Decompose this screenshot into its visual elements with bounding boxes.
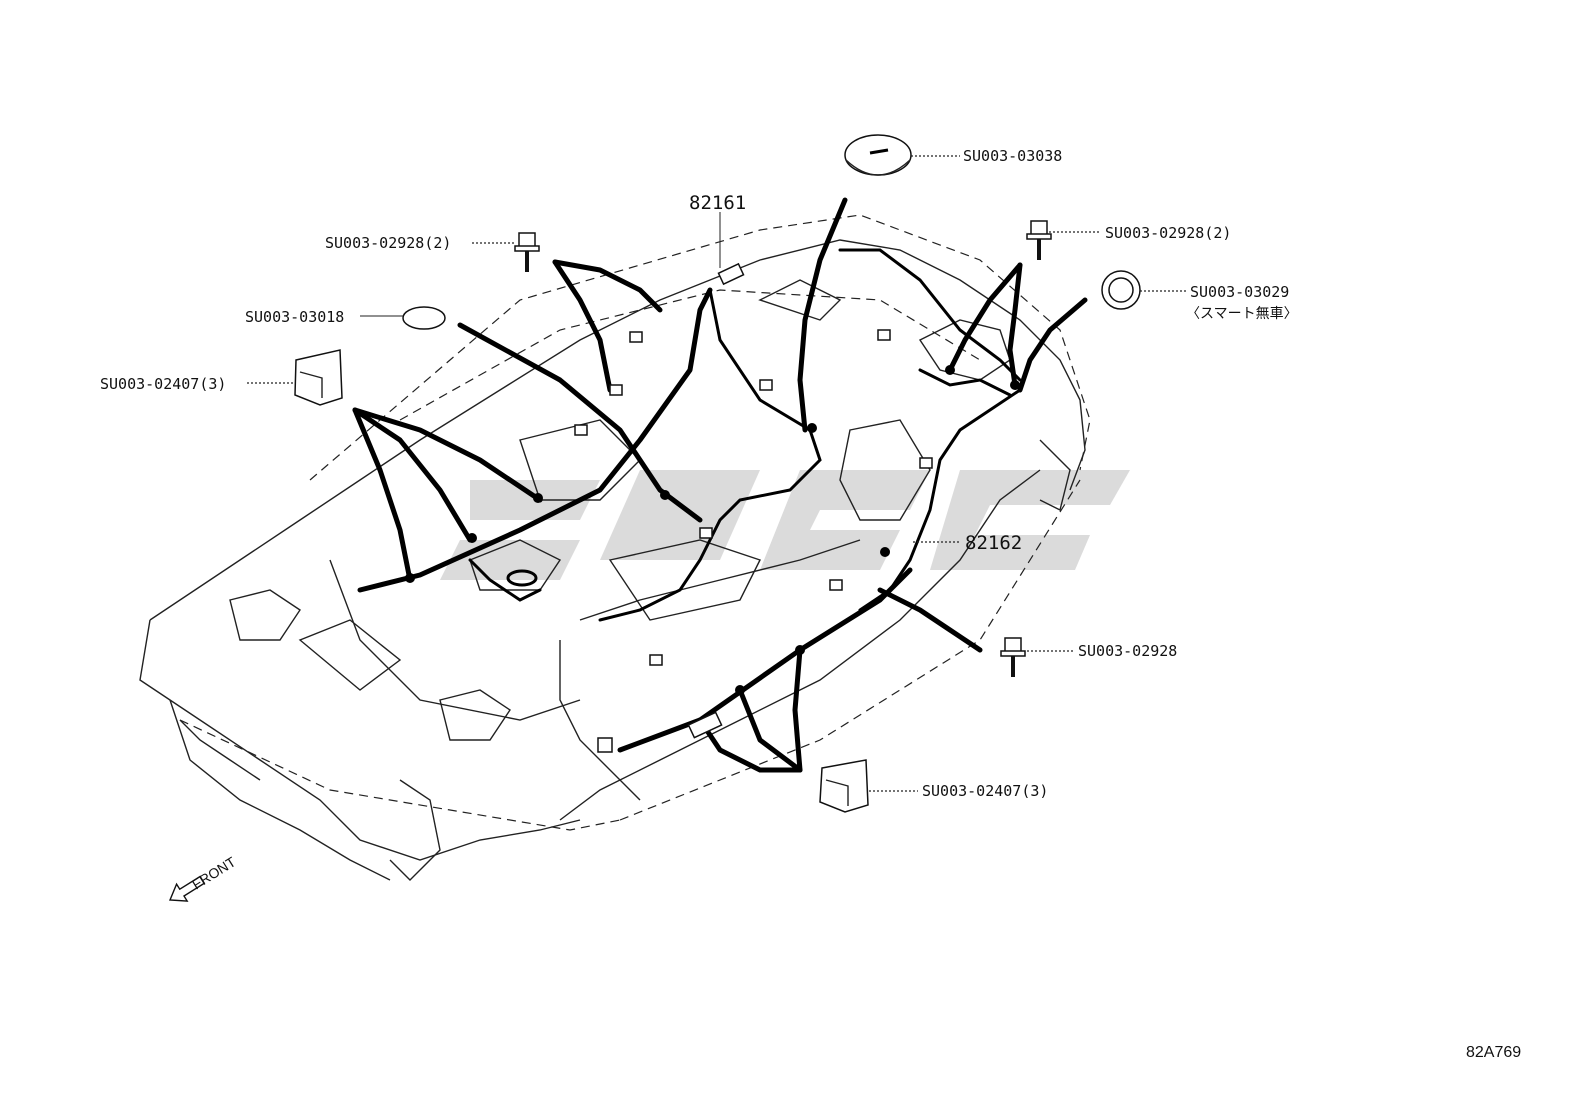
label-su003-03029: SU003-03029 <box>1190 283 1289 301</box>
harness-connectors <box>574 262 933 753</box>
label-su003-02928-2-left: SU003-02928(2) <box>325 234 451 252</box>
label-su003-02407-3-left: SU003-02407(3) <box>100 375 226 393</box>
grommet-03029 <box>1101 270 1141 310</box>
label-su003-03018: SU003-03018 <box>245 308 344 326</box>
label-82162: 82162 <box>965 532 1022 554</box>
clip-left <box>294 349 343 406</box>
clip-bottom <box>819 759 869 813</box>
bolt-left <box>514 232 540 272</box>
leader-lines <box>247 155 1186 792</box>
watermark <box>440 470 1130 580</box>
car-body-frame <box>139 214 1091 881</box>
front-label: FRONT <box>189 853 239 892</box>
label-su003-03029-note: 〈スマート無車〉 <box>1186 305 1298 322</box>
bolt-bottom <box>1000 637 1026 677</box>
label-su003-02928: SU003-02928 <box>1078 642 1177 660</box>
label-su003-02928-2-right: SU003-02928(2) <box>1105 224 1231 242</box>
front-arrow-icon <box>168 875 206 902</box>
harness-junctions <box>405 365 1020 695</box>
grommet-03018 <box>402 306 446 330</box>
label-su003-02407-3-bottom: SU003-02407(3) <box>922 782 1048 800</box>
grommet-03038 <box>844 134 912 176</box>
diagram-code: 82A769 <box>1466 1044 1521 1061</box>
wire-harness-82161 <box>352 259 822 622</box>
label-82161: 82161 <box>689 192 746 214</box>
label-su003-03038: SU003-03038 <box>963 147 1062 165</box>
bolt-right <box>1026 220 1052 260</box>
